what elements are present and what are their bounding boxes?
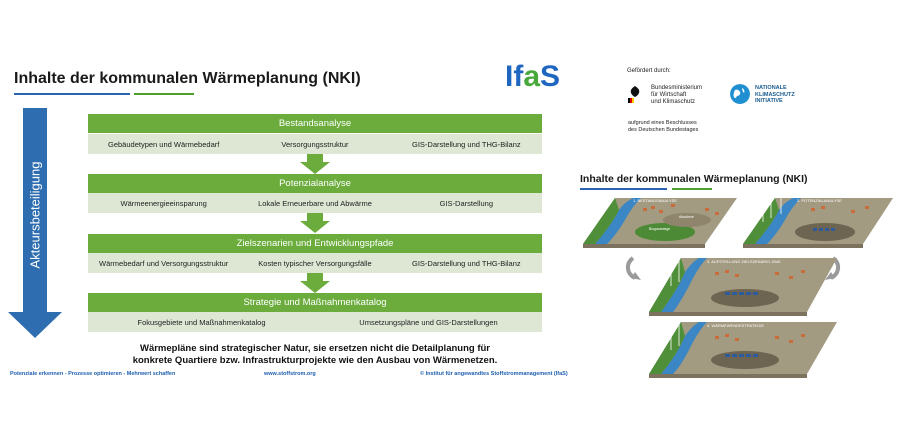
bundestag-note: aufgrund eines Beschlusses des Deutschen… bbox=[628, 120, 699, 133]
footnote: Wärmepläne sind strategischer Natur, sie… bbox=[80, 343, 550, 367]
step-items-1: Gebäudetypen und Wärmebedarf Versorgungs… bbox=[88, 134, 542, 154]
funding-label: Gefördert durch: bbox=[627, 68, 671, 74]
down-arrow-icon bbox=[300, 273, 330, 293]
illustration-underline-blue bbox=[580, 188, 667, 190]
footnote-line: konkrete Quartiere bzw. Infrastrukturpro… bbox=[132, 355, 498, 366]
eagle-flag-icon bbox=[628, 86, 640, 103]
nki-text: NATIONALE KLIMASCHUTZ INITIATIVE bbox=[755, 85, 795, 104]
footer-url[interactable]: www.stoffstrom.org bbox=[264, 371, 316, 377]
step-items-2: Wärmeenergieeinsparung Lokale Erneuerbar… bbox=[88, 193, 542, 213]
step-item: Kosten typischer Versorgungsfälle bbox=[258, 258, 372, 268]
step-item: Fokusgebiete und Maßnahmenkatalog bbox=[137, 317, 266, 327]
panel-label: 4. WÄRMEWENDESTRATEGIE bbox=[707, 323, 764, 328]
panel-label: 3. AUFSTELLUNG ZIELSZENARIO 2040 bbox=[707, 259, 781, 264]
panel-tag: Abwärme bbox=[679, 215, 694, 219]
step-title-bestandsanalyse: Bestandsanalyse bbox=[88, 114, 542, 133]
panel-label: 2. POTENZIALANALYSE bbox=[797, 198, 842, 203]
ifas-logo: IfaS bbox=[505, 60, 561, 93]
footer-copyright: © Institut für angewandtes Stoffstromman… bbox=[420, 371, 568, 377]
step-item: Versorgungsstruktur bbox=[281, 139, 349, 149]
panel-potenzialanalyse: 2. POTENZIALANALYSE bbox=[743, 196, 893, 248]
panel-bestandsanalyse: 1. BESTANDSANALYSE Biogasanlage Abwärme bbox=[583, 198, 737, 248]
step-item: Wärmebedarf und Versorgungsstruktur bbox=[99, 258, 229, 268]
step-title-potenzialanalyse: Potenzialanalyse bbox=[88, 174, 542, 193]
participation-arrow bbox=[23, 108, 47, 314]
panel-zielszenario: 3. AUFSTELLUNG ZIELSZENARIO 2040 bbox=[649, 258, 837, 316]
page-title: Inhalte der kommunalen Wärmeplanung (NKI… bbox=[14, 70, 361, 87]
step-items-4: Fokusgebiete und Maßnahmenkatalog Umsetz… bbox=[88, 312, 542, 332]
footer-slogan: Potenziale erkennen - Prozesse optimiere… bbox=[10, 371, 176, 377]
panel-waermewende: 4. WÄRMEWENDESTRATEGIE bbox=[649, 322, 837, 378]
down-arrow-icon bbox=[300, 213, 330, 233]
step-item: Umsetzungspläne und GIS-Darstellungen bbox=[359, 317, 498, 327]
panel-label: 1. BESTANDSANALYSE bbox=[633, 198, 677, 203]
footnote-line: Wärmepläne sind strategischer Natur, sie… bbox=[139, 343, 490, 354]
step-item: Wärmeenergieeinsparung bbox=[120, 198, 207, 208]
step-title-strategie: Strategie und Maßnahmenkatalog bbox=[88, 293, 542, 312]
bmwk-text: Bundesministerium für Wirtschaft und Kli… bbox=[651, 85, 703, 105]
participation-arrow-head bbox=[8, 312, 62, 338]
planning-illustration: 1. BESTANDSANALYSE Biogasanlage Abwärme … bbox=[583, 196, 893, 378]
illustration-title: Inhalte der kommunalen Wärmeplanung (NKI… bbox=[580, 173, 808, 185]
step-item: GIS-Darstellung und THG-Bilanz bbox=[411, 139, 521, 149]
title-underline-blue bbox=[14, 93, 130, 95]
step-item: Gebäudetypen und Wärmebedarf bbox=[108, 139, 220, 149]
globe-icon bbox=[730, 84, 750, 104]
step-item: Lokale Erneuerbare und Abwärme bbox=[258, 198, 372, 208]
illustration-underline-green bbox=[672, 188, 712, 190]
step-title-zielszenarien: Zielszenarien und Entwicklungspfade bbox=[88, 234, 542, 253]
panel-tag: Biogasanlage bbox=[649, 227, 670, 231]
step-item: GIS-Darstellung und THG-Bilanz bbox=[411, 258, 521, 268]
step-item: GIS-Darstellung bbox=[439, 198, 493, 208]
title-underline-green bbox=[134, 93, 194, 95]
step-items-3: Wärmebedarf und Versorgungsstruktur Kost… bbox=[88, 253, 542, 273]
down-arrow-icon bbox=[300, 154, 330, 174]
participation-label: Akteursbeteiligung bbox=[27, 161, 43, 269]
